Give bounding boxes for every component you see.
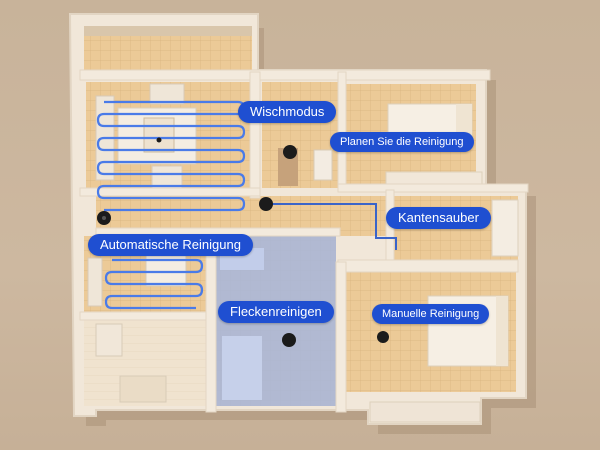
- edge-cleaning-path: [266, 203, 397, 250]
- label-planen: Planen Sie die Reinigung: [330, 132, 474, 152]
- mop-path: [96, 100, 246, 212]
- label-kantensauber: Kantensauber: [386, 207, 491, 229]
- armchair-2: [151, 165, 183, 189]
- robot-manual: [377, 331, 389, 343]
- label-fleckenreinigen: Fleckenreinigen: [218, 301, 334, 323]
- robot-hallway: [259, 197, 273, 211]
- label-manuelle: Manuelle Reinigung: [372, 304, 490, 324]
- label-automatische: Automatische Reinigung: [88, 234, 253, 256]
- armchair-1: [149, 83, 185, 105]
- auto-cleaning-path: [104, 258, 204, 310]
- coffee-table: [143, 117, 175, 153]
- robot-spot: [282, 333, 296, 347]
- dining-table: [145, 249, 187, 287]
- robot-bathroom: [283, 145, 297, 159]
- label-wischmodus: Wischmodus: [238, 101, 337, 123]
